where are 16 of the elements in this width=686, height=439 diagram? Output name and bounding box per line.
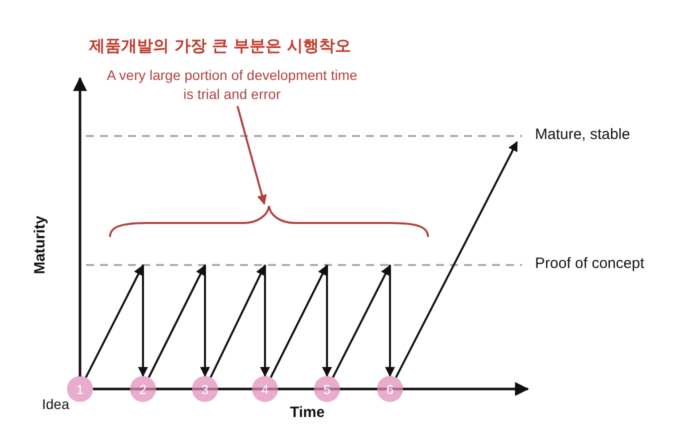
arrow [210, 264, 270, 378]
axis-label: Time [290, 404, 325, 421]
arrow [236, 106, 267, 205]
annotation-text: A very large portion of development time is trial and error [100, 66, 364, 104]
arrow [148, 264, 210, 378]
arrow [395, 141, 518, 378]
node-caption: Idea [42, 396, 70, 412]
heading: 제품개발의 가장 큰 부분은 시행착오 [88, 36, 352, 57]
arrow [85, 264, 148, 378]
axis-label: Proof of concept [535, 255, 644, 272]
axis-label: Maturity [32, 216, 48, 274]
arrow [332, 264, 395, 378]
arrow [270, 264, 332, 378]
step-circle: 1 [67, 376, 93, 402]
curly-brace [108, 204, 430, 238]
axis-label: Mature, stable [535, 126, 630, 143]
